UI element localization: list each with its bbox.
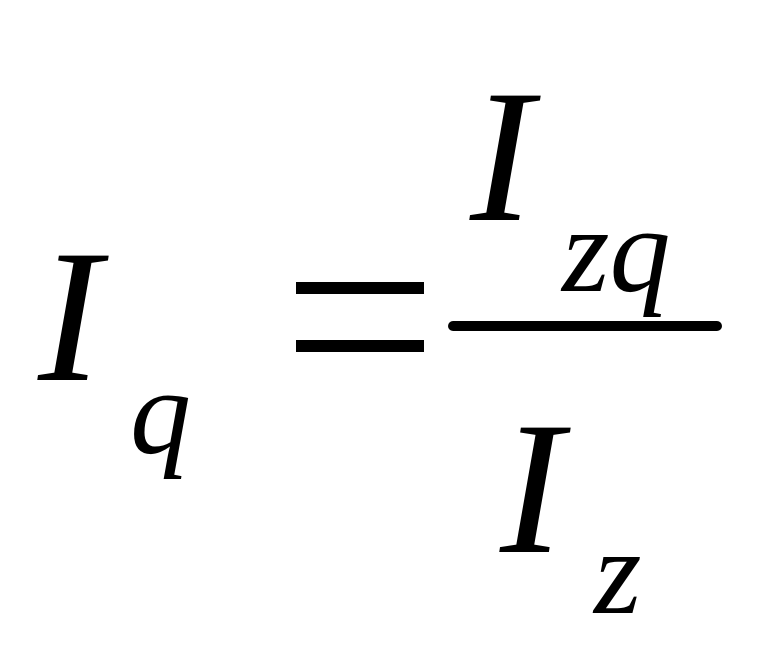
numerator-subscript: zq bbox=[562, 183, 671, 318]
lhs-subscript: q bbox=[130, 345, 191, 480]
numerator-symbol: I bbox=[470, 52, 534, 262]
equals-bar-top bbox=[296, 282, 424, 294]
fraction-bar bbox=[448, 321, 722, 331]
denominator-subscript: z bbox=[594, 505, 642, 640]
equals-bar-bottom bbox=[296, 340, 424, 352]
denominator-symbol: I bbox=[500, 384, 564, 594]
lhs-symbol: I bbox=[38, 212, 102, 422]
